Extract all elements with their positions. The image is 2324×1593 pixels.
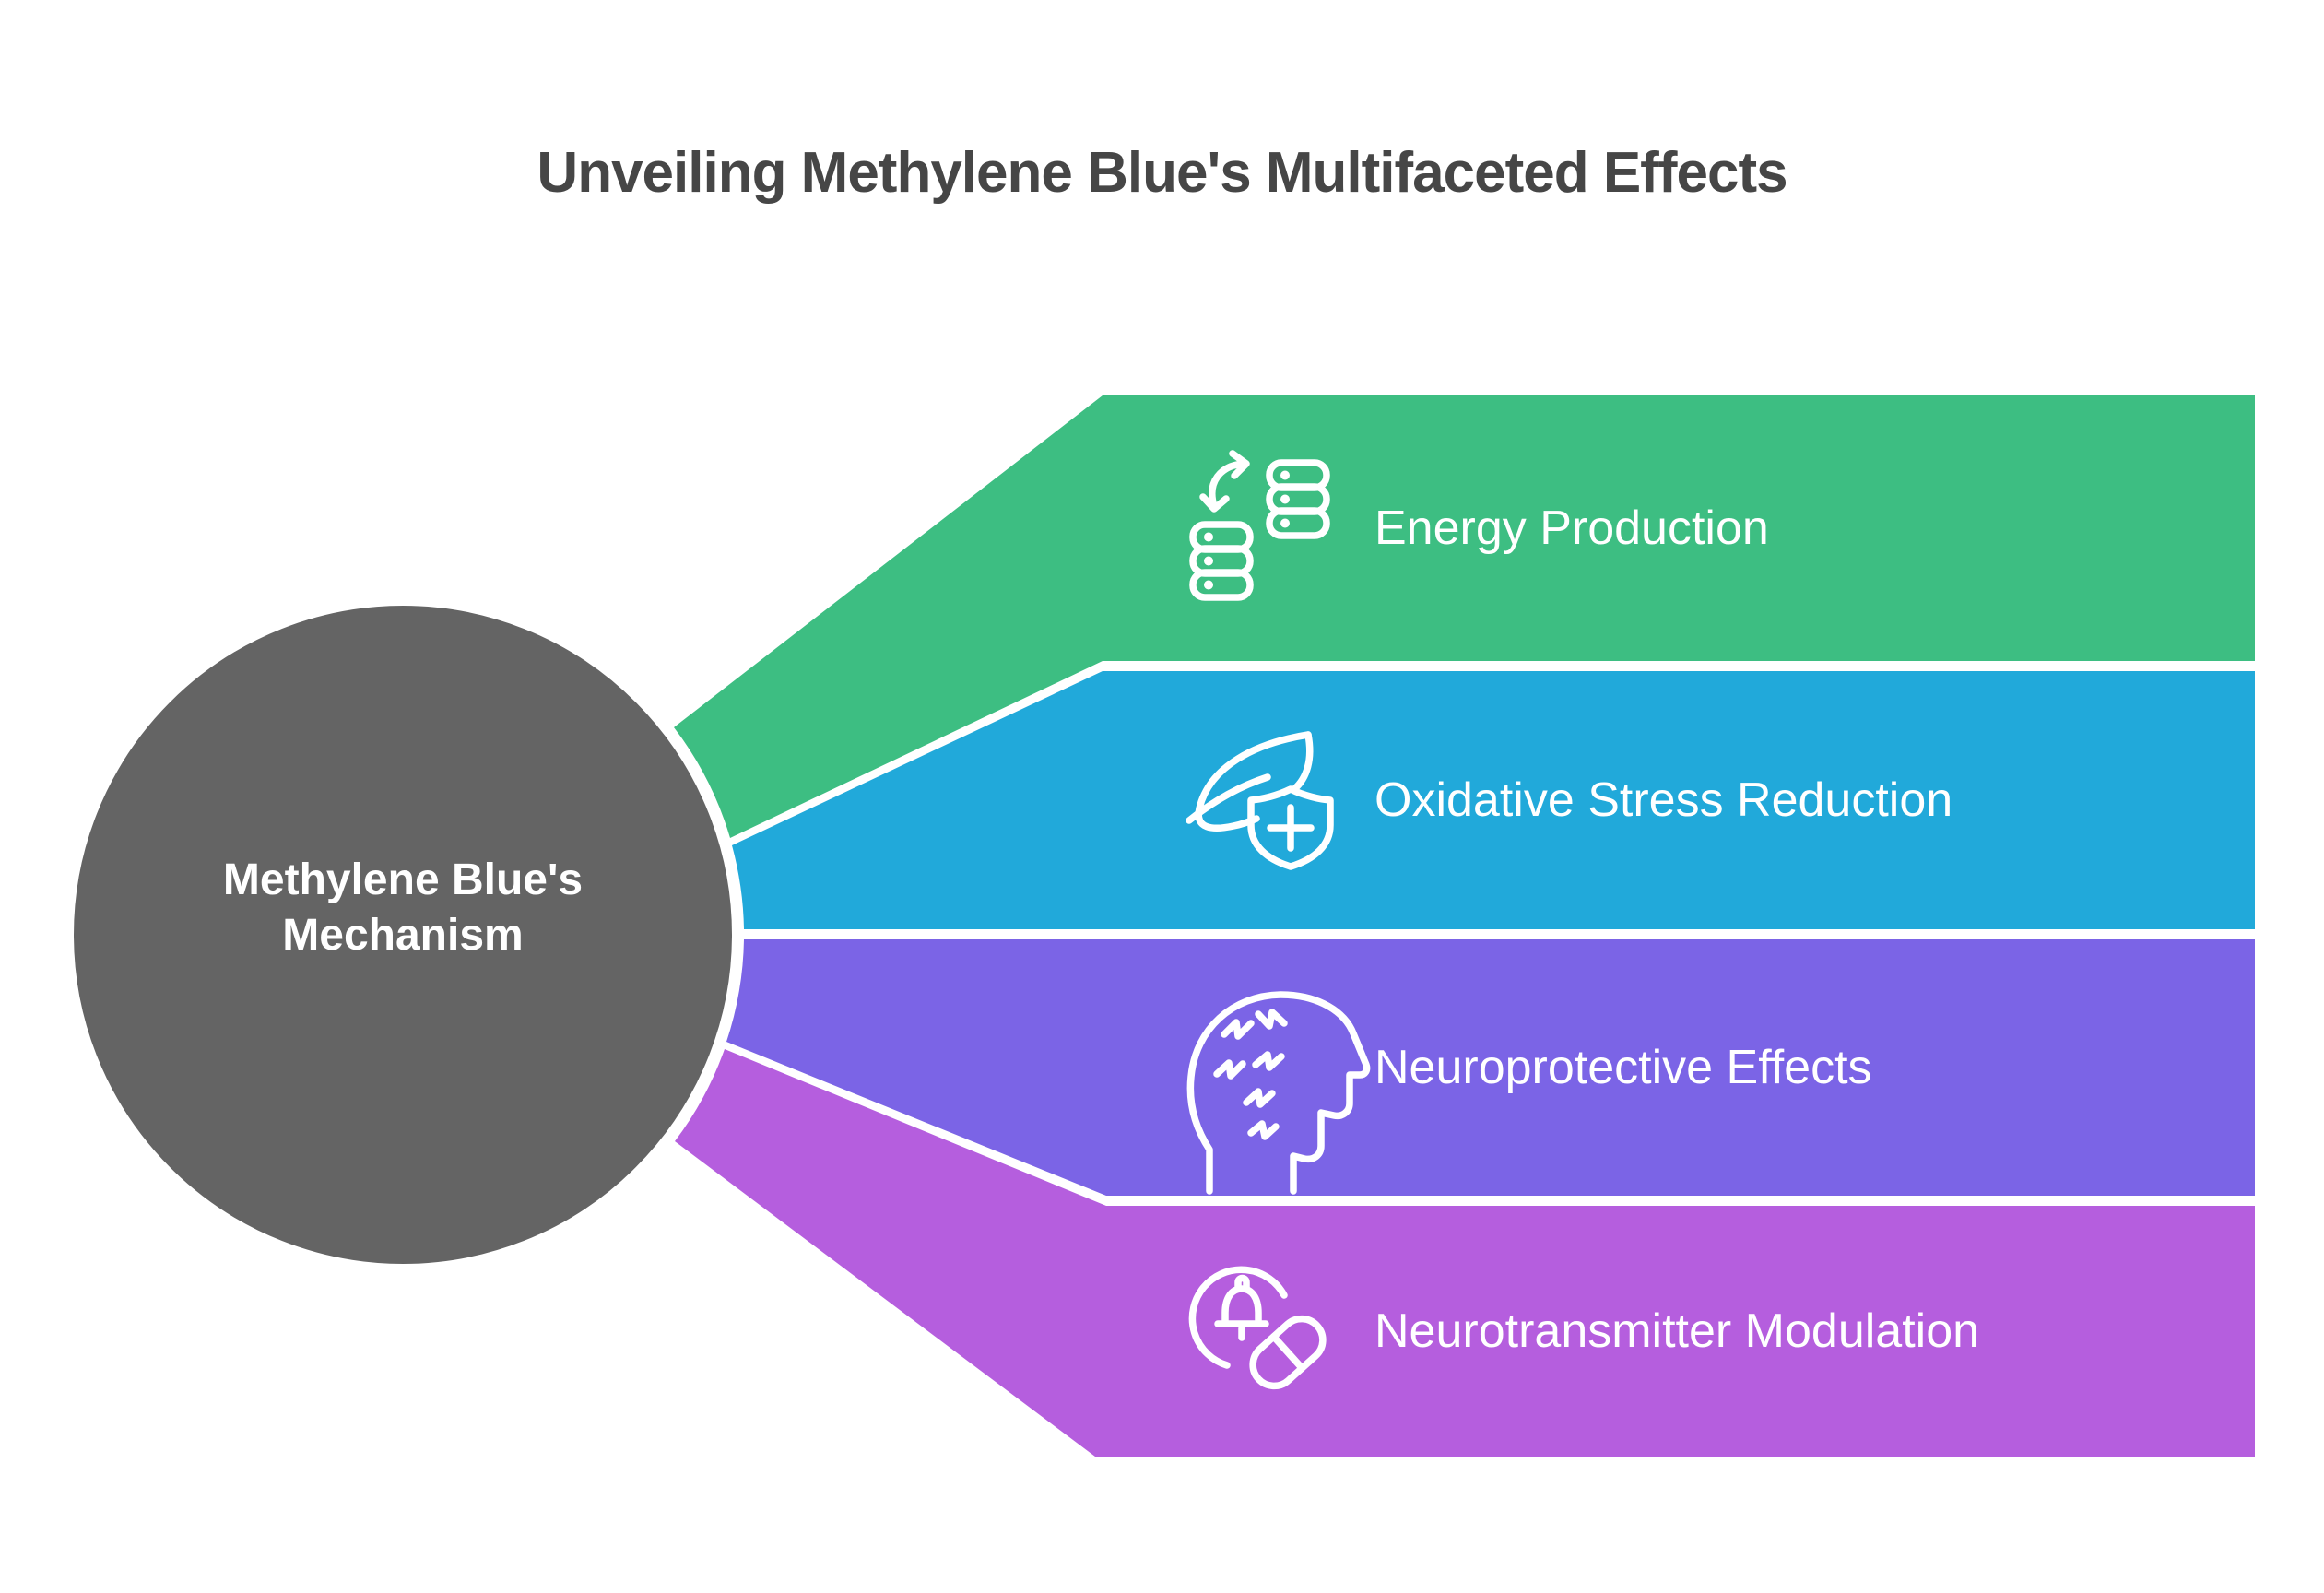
branch-label-modulation: Neurotransmitter Modulation [1374, 1304, 1980, 1358]
branch-label-neuroprotective: Neuroprotective Effects [1374, 1041, 1872, 1094]
leaf-shield-icon [1186, 731, 1334, 870]
branch-band-modulation [675, 1049, 2255, 1457]
branch-label-oxidative: Oxidative Stress Reduction [1374, 773, 1953, 827]
page-title: Unveiling Methylene Blue's Multifaceted … [537, 141, 1787, 205]
center-label-line1: Methylene Blue's [222, 856, 584, 904]
branch-band-energy [674, 395, 2255, 838]
center-label: Methylene Blue's Mechanism [126, 853, 679, 963]
branch-band-oxidative [732, 671, 2255, 929]
bell-pill-icon [1188, 1266, 1327, 1390]
head-stress-icon [1186, 991, 1371, 1195]
branch-label-energy: Energy Production [1374, 502, 1769, 555]
database-transfer-icon [1189, 450, 1330, 601]
center-label-line2: Mechanism [282, 911, 524, 960]
branch-band-neuroprotective [726, 939, 2255, 1196]
center-circle [63, 595, 743, 1275]
